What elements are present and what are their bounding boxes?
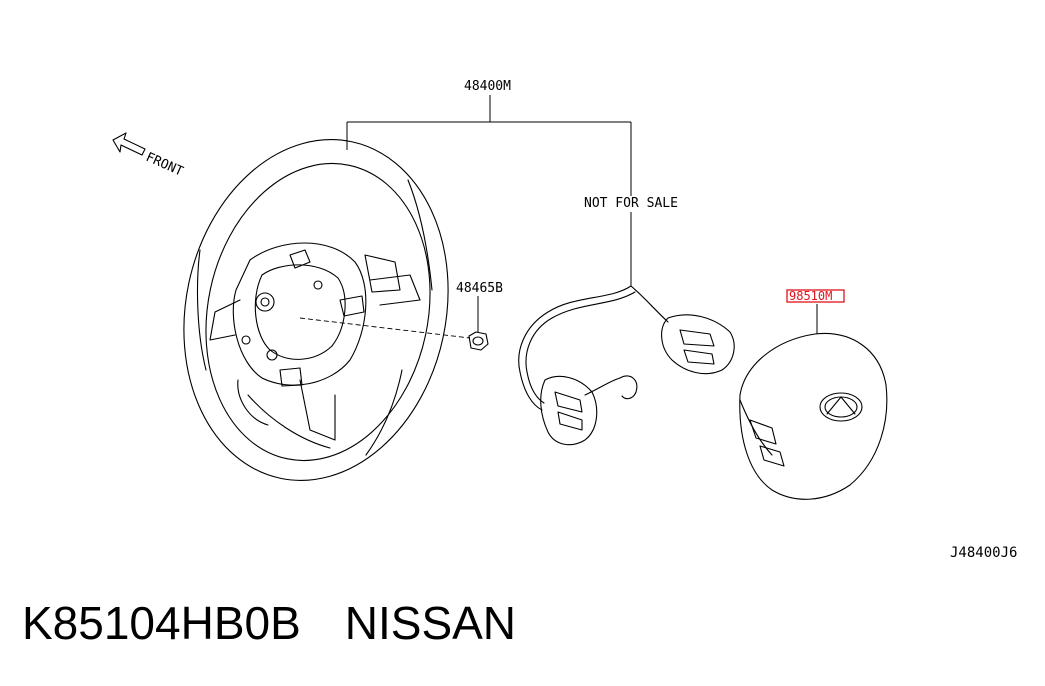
label-drawing-code: J48400J6 — [950, 545, 1017, 561]
switch-harness-drawing — [518, 285, 735, 446]
callout-lines-48400m — [346, 95, 632, 286]
label-98510m: 98510M — [789, 289, 832, 303]
label-48465b: 48465B — [456, 281, 503, 296]
part-number: K85104HB0B — [22, 597, 301, 649]
nut-48465b-drawing — [468, 296, 489, 351]
highlight-box-98510m — [786, 289, 845, 303]
label-front: FRONT — [143, 150, 185, 180]
steering-wheel-drawing — [183, 139, 471, 481]
brand-name: NISSAN — [344, 597, 517, 649]
airbag-module-drawing — [739, 304, 888, 500]
label-48400m: 48400M — [464, 79, 511, 94]
label-not-for-sale: NOT FOR SALE — [584, 196, 678, 211]
part-footer: K85104HB0B NISSAN — [22, 596, 516, 650]
front-arrow-icon — [112, 132, 146, 156]
